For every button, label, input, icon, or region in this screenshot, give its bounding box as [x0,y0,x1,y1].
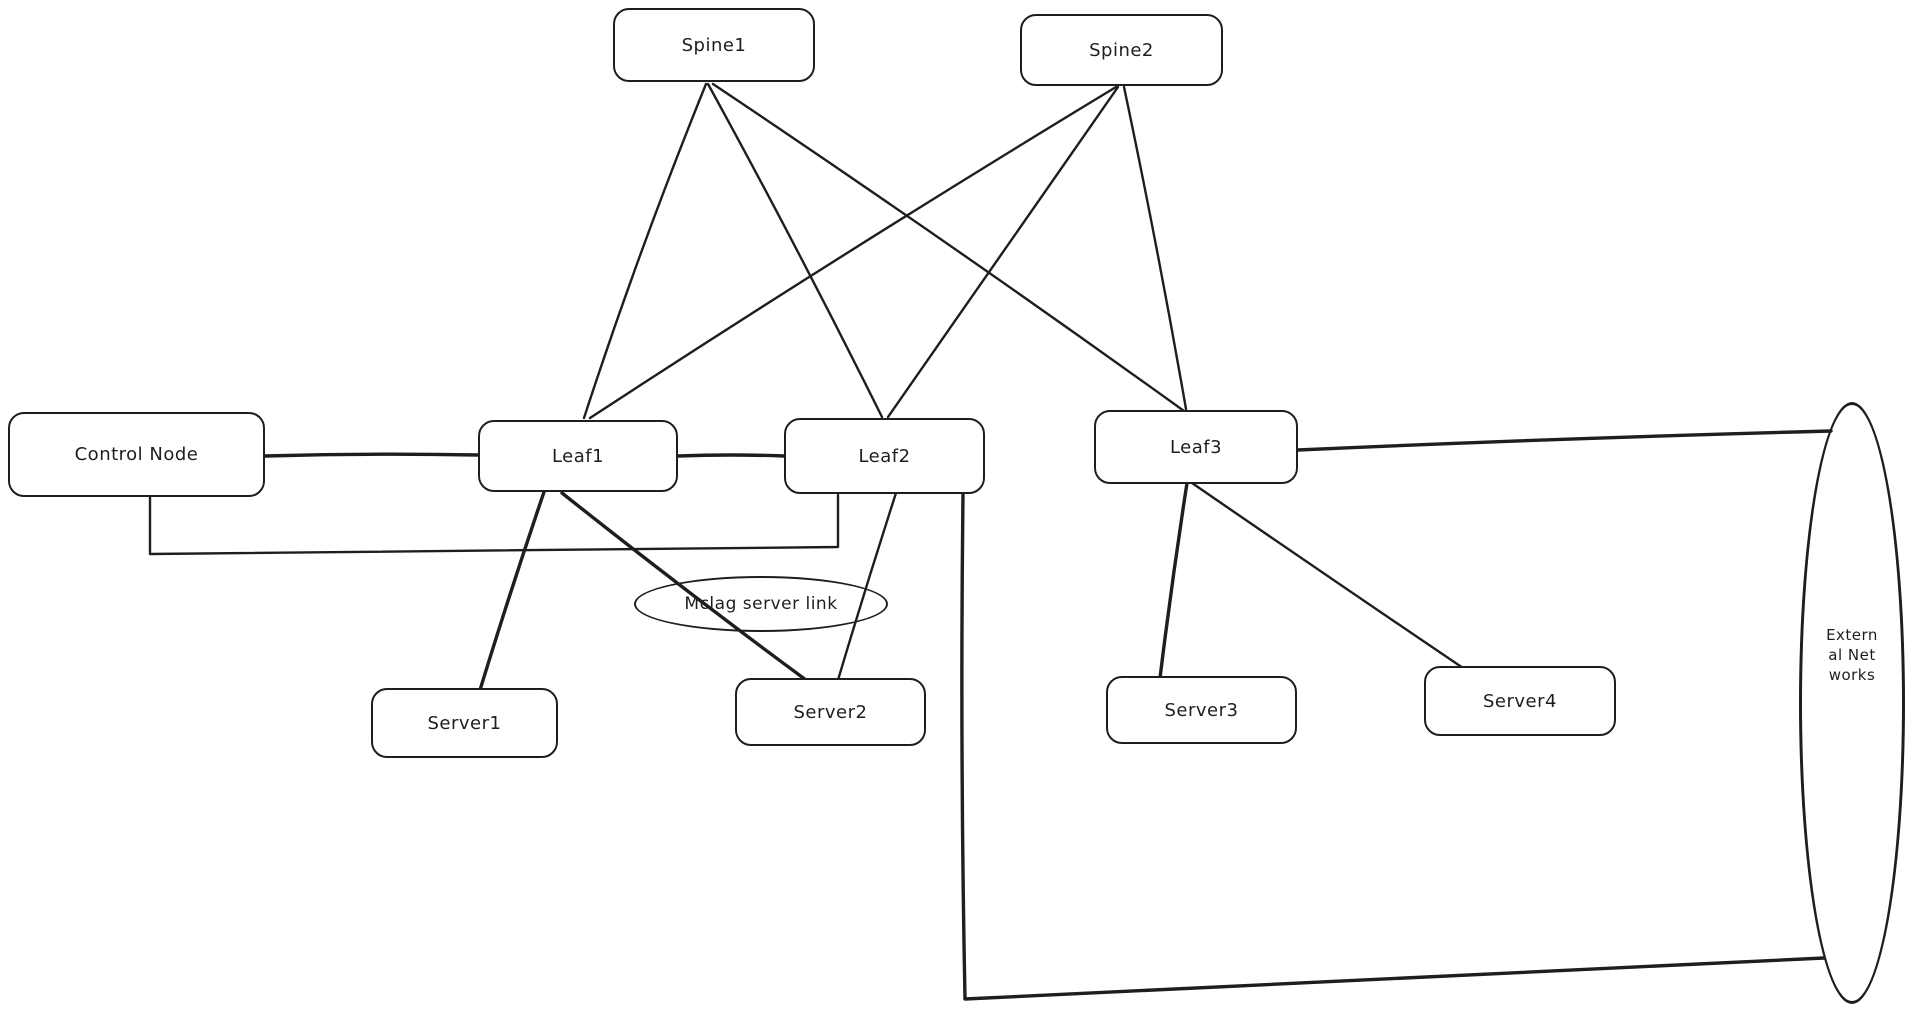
edge-spine1-leaf2 [706,82,884,419]
node-leaf2-label: Leaf2 [858,445,911,467]
node-server1-label: Server1 [427,712,502,734]
edge-controlnode-leaf2 [148,490,840,556]
edge-leaf3-external [1296,429,1833,452]
edge-spine1-leaf3 [711,82,1186,413]
mclag-server-link-text: Mclag server link [684,594,838,614]
node-external-networks-label: External Networks [1826,625,1878,685]
node-spine1[interactable]: Spine1 [613,8,815,82]
edge-leaf3-server4 [1190,481,1468,672]
node-server1[interactable]: Server1 [371,688,558,758]
node-server3[interactable]: Server3 [1106,676,1297,744]
edge-leaf2-external [960,492,1826,1001]
node-spine2[interactable]: Spine2 [1020,14,1223,86]
node-server2[interactable]: Server2 [735,678,926,746]
node-control-node[interactable]: Control Node [8,412,265,497]
edge-spine2-leaf1 [588,85,1118,420]
mclag-server-link-label[interactable]: Mclag server link [634,576,888,632]
node-control-node-label: Control Node [74,444,199,465]
edge-spine2-leaf3 [1122,85,1188,411]
edge-controlnode-leaf1 [263,452,480,458]
node-server3-label: Server3 [1164,699,1239,721]
edge-spine2-leaf2 [886,85,1120,419]
node-server2-label: Server2 [793,701,868,723]
node-leaf3[interactable]: Leaf3 [1094,410,1298,484]
node-server4[interactable]: Server4 [1424,666,1616,736]
node-spine2-label: Spine2 [1089,39,1154,61]
node-leaf3-label: Leaf3 [1169,436,1223,458]
node-leaf2[interactable]: Leaf2 [784,418,985,494]
node-leaf1-label: Leaf1 [551,445,605,467]
node-leaf1[interactable]: Leaf1 [478,420,678,492]
edge-leaf1-server1 [478,490,546,692]
edge-leaf3-server3 [1158,481,1189,680]
node-spine1-label: Spine1 [681,34,747,56]
edge-spine1-leaf1 [582,82,708,420]
edge-leaf1-leaf2 [676,453,786,458]
node-external-networks[interactable]: External Networks [1799,402,1905,1004]
edge-leaf2-server2 [836,491,898,682]
node-server4-label: Server4 [1483,690,1557,712]
